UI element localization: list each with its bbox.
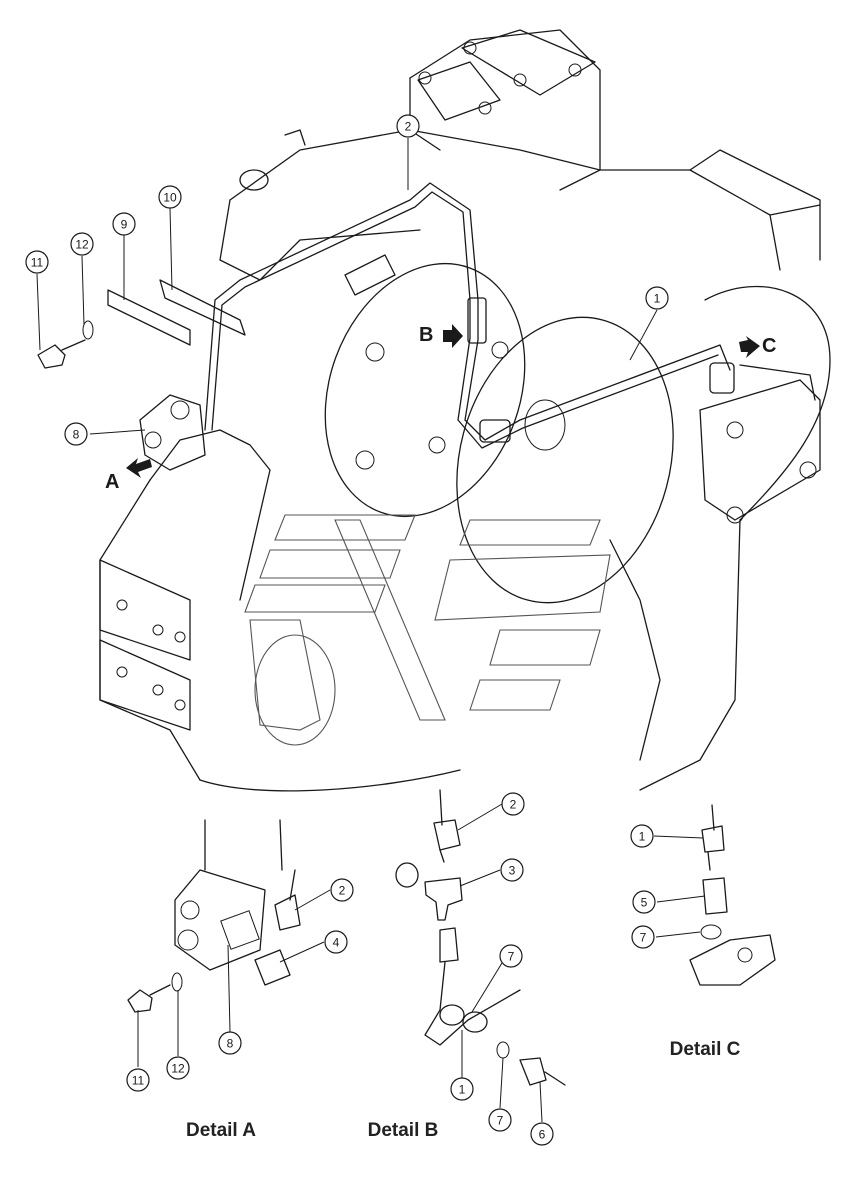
callout-detail-a-12: 12: [166, 1056, 190, 1080]
callout-circle: [166, 1056, 190, 1080]
callout-circle: [396, 114, 420, 138]
callout-number: 1: [639, 830, 646, 844]
callout-number: 7: [508, 950, 515, 964]
callout-circle: [218, 1031, 242, 1055]
callout-number: 7: [640, 931, 647, 945]
callout-circle: [488, 1108, 512, 1132]
view-marker-a: A: [105, 471, 119, 493]
callout-number: 11: [31, 256, 44, 270]
callout-number: 2: [405, 120, 412, 134]
callout-circle: [500, 858, 524, 882]
callout-circle: [126, 1068, 150, 1092]
callout-number: 6: [539, 1128, 546, 1142]
detail-b-drawing: [395, 789, 566, 1086]
bolt-11: [37, 339, 86, 369]
callout-circle: [645, 286, 669, 310]
callout-number: 1: [459, 1083, 466, 1097]
callout-number: 1: [654, 292, 661, 306]
watermark-logo: [244, 514, 611, 746]
callout-detail-b-3: 3: [500, 858, 524, 882]
callout-circle: [501, 792, 525, 816]
callout-circle: [25, 250, 49, 274]
detail-a-caption: Detail A: [186, 1120, 256, 1141]
view-arrows: [126, 324, 760, 478]
plate-10: [159, 279, 246, 336]
detail-c-caption: Detail C: [670, 1039, 741, 1060]
callout-number: 3: [509, 864, 516, 878]
callout-number: 12: [171, 1062, 185, 1076]
callout-circle: [64, 422, 88, 446]
callout-circle: [499, 944, 523, 968]
callout-main-view-2: 2: [396, 114, 420, 138]
washer-12: [82, 320, 94, 340]
detail-b-caption: Detail B: [368, 1120, 439, 1141]
pipe-assembly: [204, 182, 816, 449]
callout-detail-c-5: 5: [632, 890, 656, 914]
callout-number: 10: [163, 191, 177, 205]
callout-detail-a-8: 8: [218, 1031, 242, 1055]
callout-main-view-8: 8: [64, 422, 88, 446]
callout-detail-b-1: 1: [450, 1077, 474, 1101]
callout-detail-c-7: 7: [631, 925, 655, 949]
callout-detail-a-2: 2: [330, 878, 354, 902]
callout-number: 9: [121, 218, 128, 232]
view-arrow-a: [126, 458, 152, 478]
callout-circle: [450, 1077, 474, 1101]
callout-detail-b-7: 7: [499, 944, 523, 968]
callout-main-view-1: 1: [645, 286, 669, 310]
callout-number: 2: [510, 798, 517, 812]
callout-detail-a-11: 11: [126, 1068, 150, 1092]
callout-number: 2: [339, 884, 346, 898]
callout-circle: [70, 232, 94, 256]
view-marker-c: C: [762, 335, 776, 357]
callout-detail-c-1: 1: [630, 824, 654, 848]
callout-circle: [324, 930, 348, 954]
callout-leaders: [36, 138, 706, 1123]
callout-number: 12: [75, 238, 89, 252]
callout-number: 11: [132, 1074, 145, 1088]
callout-circle: [631, 925, 655, 949]
valve-block-8: [139, 394, 206, 471]
callout-main-view-12: 12: [70, 232, 94, 256]
callout-circle: [330, 878, 354, 902]
transmission-housing: [37, 29, 831, 792]
detail-c-drawing: [689, 804, 776, 986]
callout-circle: [530, 1122, 554, 1146]
callout-circle: [630, 824, 654, 848]
callout-number: 8: [227, 1037, 234, 1051]
callout-detail-b-2: 2: [501, 792, 525, 816]
callout-circle: [112, 212, 136, 236]
bracket-9: [107, 289, 191, 346]
callout-main-view-10: 10: [158, 185, 182, 209]
callout-detail-a-4: 4: [324, 930, 348, 954]
callout-main-view-11: 11: [25, 250, 49, 274]
callout-number: 8: [73, 428, 80, 442]
callout-circle: [158, 185, 182, 209]
callout-detail-b-6: 6: [530, 1122, 554, 1146]
callout-main-view-9: 9: [112, 212, 136, 236]
detail-a-drawing: [127, 819, 301, 1013]
view-arrow-b: [443, 324, 463, 348]
view-marker-b: B: [419, 324, 433, 346]
callout-number: 7: [497, 1114, 504, 1128]
callout-number: 5: [641, 896, 648, 910]
callout-circle: [632, 890, 656, 914]
callout-detail-b-7: 7: [488, 1108, 512, 1132]
callout-number: 4: [333, 936, 340, 950]
view-arrow-c: [739, 336, 760, 358]
